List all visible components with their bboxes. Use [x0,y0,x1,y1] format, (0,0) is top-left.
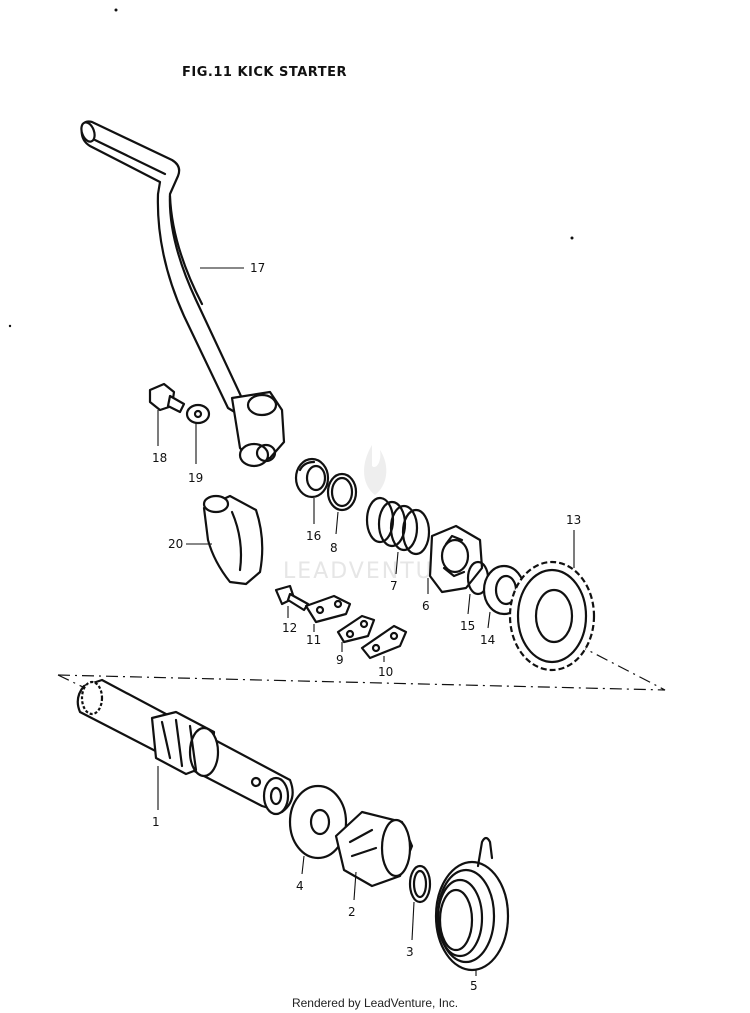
callout-6: 6 [422,599,430,613]
part-4-washer [288,784,348,875]
callout-4: 4 [296,879,304,893]
part-3-circlip [408,864,432,941]
callout-11: 11 [306,633,321,647]
callout-1: 1 [152,815,160,829]
assembly-plane-line [57,644,666,691]
callout-8: 8 [330,541,338,555]
callout-16: 16 [306,529,321,543]
callout-9: 9 [336,653,344,667]
callout-12: 12 [282,621,297,635]
callout-15: 15 [460,619,475,633]
callout-18: 18 [152,451,167,465]
part-18-bolt [148,382,186,446]
part-13-idle-gear [508,530,596,672]
part-1-kick-shaft [76,678,294,816]
part-16-oil-seal [294,457,330,524]
part-2-spring-guide [334,810,414,901]
figure-title: FIG.11 KICK STARTER [182,65,347,80]
speck [8,324,12,328]
part-8-circlip [326,472,358,535]
part-7-spring [365,496,431,575]
part-6-ratchet [427,524,484,594]
watermark-flame-icon [364,445,387,495]
speck [114,8,118,12]
callout-19: 19 [188,471,203,485]
part-9-plate [336,614,376,652]
footer-credit: Rendered by LeadVenture, Inc. [291,996,459,1010]
part-11-plate [304,594,352,632]
callout-5: 5 [470,979,478,993]
callout-10: 10 [378,665,393,679]
callout-14: 14 [480,633,495,647]
callout-7: 7 [390,579,398,593]
callout-20: 20 [168,537,183,551]
speck [570,236,574,240]
part-5-return-spring [434,836,510,976]
callout-13: 13 [566,513,581,527]
part-20-boot-cover [186,494,264,586]
callout-2: 2 [348,905,356,919]
callout-3: 3 [406,945,414,959]
part-12-bolt [274,584,310,618]
part-19-washer [185,403,211,464]
part-10-plate [360,624,408,662]
callout-17: 17 [250,261,265,275]
part-17-kick-lever [80,120,286,468]
